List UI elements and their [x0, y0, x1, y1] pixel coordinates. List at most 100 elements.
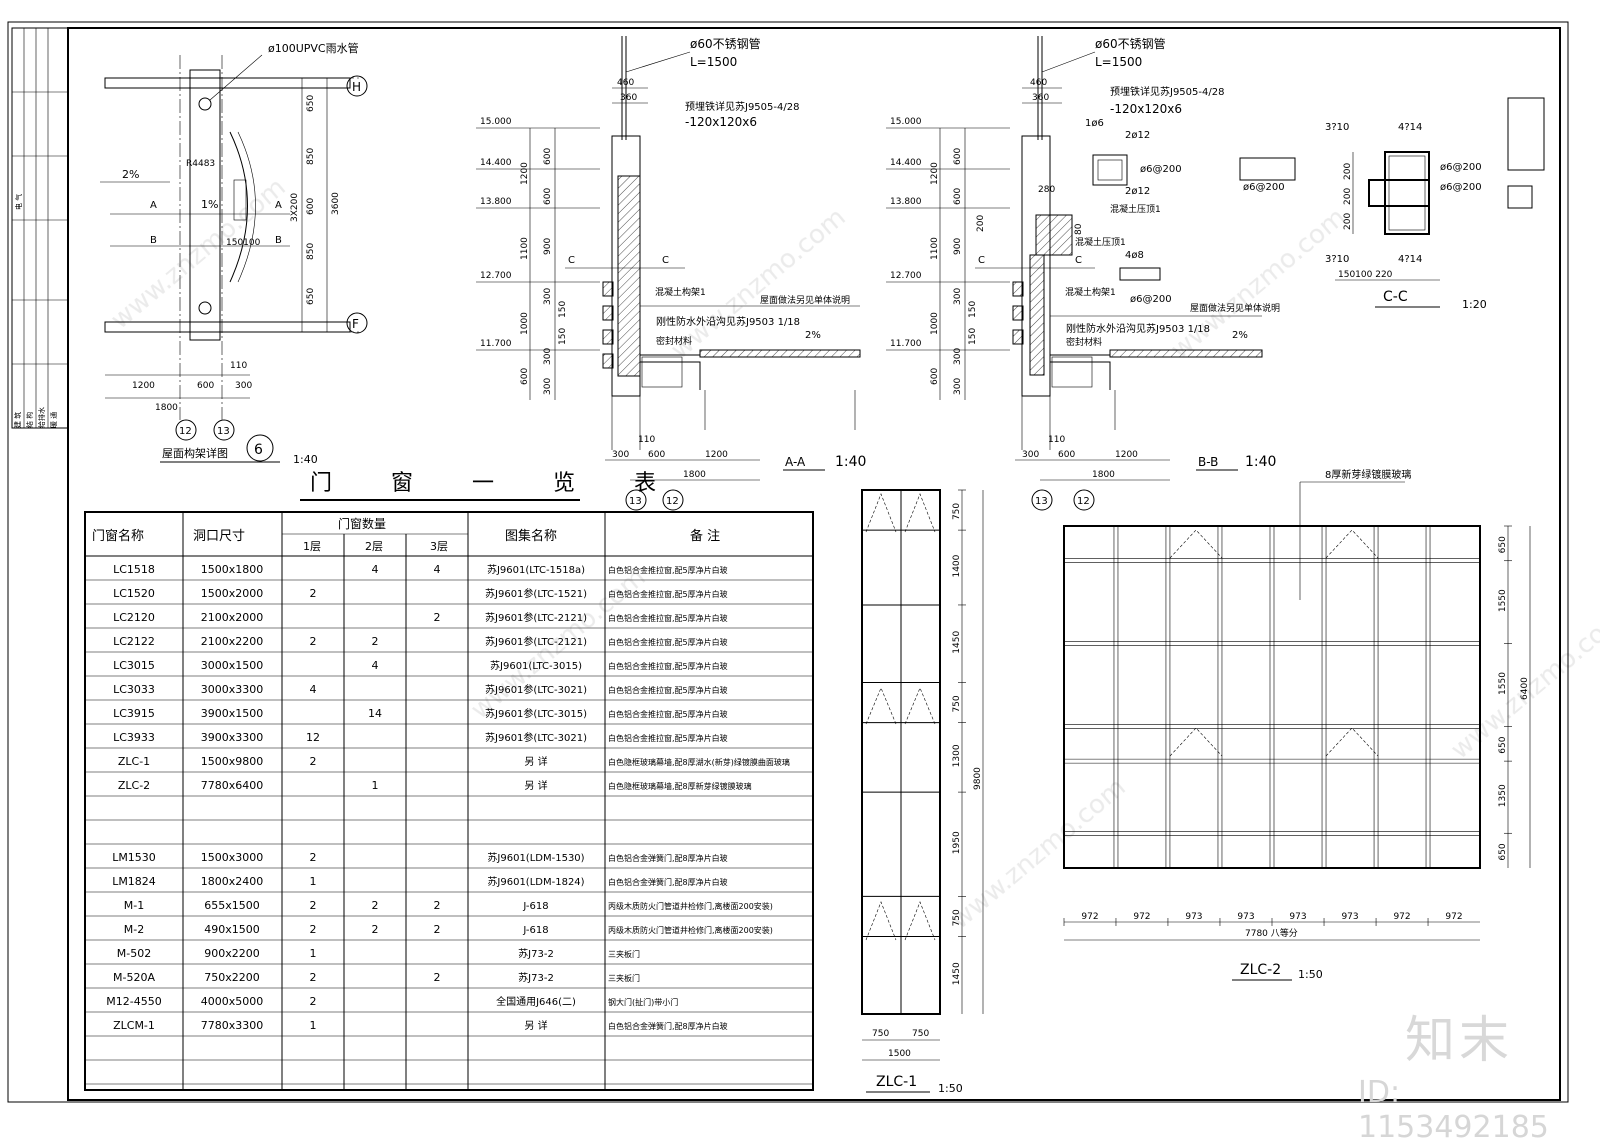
- dim-v: 1200: [930, 162, 940, 185]
- schedule-cell: 苏J9601(LDM-1824): [487, 875, 584, 888]
- schedule-cell: 2100x2200: [201, 635, 264, 648]
- section-aa-scale: 1:40: [835, 454, 866, 470]
- pipe-label: ø100UPVC雨水管: [268, 41, 359, 55]
- section-bb-scale: 1:40: [1245, 454, 1276, 470]
- schedule-cell: 4000x5000: [201, 995, 264, 1008]
- axis-12: 12: [179, 426, 192, 437]
- header-count: 门窗数量: [338, 516, 386, 531]
- schedule-cell: LM1824: [112, 875, 156, 888]
- zlc2-scale: 1:50: [1298, 968, 1323, 981]
- schedule-cell: 另 详: [524, 779, 547, 792]
- label-c: C: [978, 255, 985, 266]
- schedule-cell: 2: [310, 755, 317, 768]
- dim-80: 80: [1074, 223, 1084, 235]
- schedule-cell: 490x1500: [204, 923, 260, 936]
- schedule-cell: 白色铝合金弹簧门,配8厚净片白玻: [608, 1021, 728, 1031]
- schedule-cell: LC3915: [113, 707, 155, 720]
- dim-110: 110: [638, 435, 655, 445]
- schedule-cell: 2: [310, 923, 317, 936]
- embed-size: -120x120x6: [1110, 102, 1182, 116]
- seal-note: 密封材料: [656, 335, 692, 347]
- schedule-cell: LM1530: [112, 851, 156, 864]
- schedule-cell: 白色铝合金弹簧门,配8厚净片白玻: [608, 877, 728, 887]
- dim-v: 600: [543, 188, 553, 205]
- zlc1-dim-b: 750: [912, 1029, 929, 1039]
- zlc2-dim-v: 650: [1498, 736, 1508, 753]
- schedule-cell: 钢大门(扯门)带小门: [608, 997, 678, 1007]
- dim-b-total: 1800: [155, 403, 178, 413]
- schedule-cell: 4: [310, 683, 317, 696]
- section-aa-title: A-A: [785, 455, 806, 469]
- pipe-label: ø60不锈钢管: [690, 36, 761, 51]
- elevation: 13.800: [480, 197, 512, 207]
- zlc2-dim-b: 972: [1081, 912, 1098, 922]
- section-aa: ø60不锈钢管 L=1500 460 360 预埋铁详见苏J9505-4/28 …: [476, 36, 866, 511]
- roof-detail-scale: 1:40: [293, 453, 318, 466]
- axis-h: H: [352, 80, 361, 94]
- seal-note: 密封材料: [1066, 336, 1102, 348]
- schedule-cell: 苏J73-2: [518, 971, 554, 984]
- dim-v: 850: [306, 243, 316, 260]
- schedule-cell: 1800x2400: [201, 875, 264, 888]
- dim-b: 1200: [132, 381, 155, 391]
- dim-v: 150: [558, 328, 568, 345]
- zlc1-dim-b-total: 1500: [888, 1049, 911, 1059]
- schedule-cell: 7780x3300: [201, 1019, 264, 1032]
- label-c: C: [568, 255, 575, 266]
- axis-13: 13: [217, 426, 230, 437]
- header-atlas: 图集名称: [505, 528, 557, 544]
- zlc2-glass-note: 8厚新芽绿镀膜玻璃: [1325, 468, 1411, 481]
- schedule-cell: 2100x2000: [201, 611, 264, 624]
- zlc1-dim-v: 750: [952, 909, 962, 926]
- cc-dim-v: 200: [1343, 213, 1353, 230]
- zlc1-dim-v: 750: [952, 503, 962, 520]
- roof-note: 屋面做法另见单体说明: [760, 294, 850, 306]
- watermark-text: www.znzmo.com: [105, 172, 291, 335]
- dim-v: 1100: [930, 237, 940, 260]
- dim-v: 300: [953, 348, 963, 365]
- zlc2-dim-total: 6400: [1520, 677, 1530, 700]
- dim-b: 600: [648, 450, 665, 460]
- schedule-cell: 750x2200: [204, 971, 260, 984]
- schedule-cell: 14: [368, 707, 382, 720]
- zlc2-dim-b: 972: [1393, 912, 1410, 922]
- cc-top-left: 3?10: [1325, 122, 1349, 133]
- dim-b-total: 1800: [1092, 470, 1115, 480]
- elevation: 11.700: [890, 339, 922, 349]
- schedule-cell: 白色隐框玻璃幕墙,配8厚新芽绿镀膜玻璃: [608, 781, 752, 791]
- schedule-cell: 另 详: [524, 755, 547, 768]
- schedule-cell: 苏J73-2: [518, 947, 554, 960]
- dim-b: 300: [235, 381, 252, 391]
- schedule-cell: 900x2200: [204, 947, 260, 960]
- schedule-cell: 4: [434, 563, 441, 576]
- schedule-cell: M-520A: [113, 971, 155, 984]
- label-c: C: [662, 255, 669, 266]
- elevation: 14.400: [890, 158, 922, 168]
- schedule-cell: 苏J9601参(LTC-2121): [485, 611, 587, 624]
- schedule-cell: 苏J9601参(LTC-2121): [485, 635, 587, 648]
- schedule-cell: 3000x3300: [201, 683, 264, 696]
- roof-detail-title: 屋面构架详图: [162, 446, 228, 460]
- beam-label: 混凝土构架1: [1065, 286, 1116, 298]
- slope: 2%: [1232, 330, 1248, 341]
- schedule-cell: 白色铝合金推拉窗,配5厚净片白玻: [608, 589, 728, 599]
- schedule-cell: 2: [372, 923, 379, 936]
- schedule-cell: 白色铝合金推拉窗,配5厚净片白玻: [608, 733, 728, 743]
- schedule-cell: 1500x3000: [201, 851, 264, 864]
- schedule-cell: 苏J9601参(LTC-3021): [485, 683, 587, 696]
- schedule-cell: 2: [310, 995, 317, 1008]
- top-beam-label-2: 混凝土压顶1: [1075, 236, 1126, 248]
- schedule-cell: 12: [306, 731, 320, 744]
- schedule-cell: J-618: [522, 901, 548, 912]
- watermark-text: www.znzmo.com: [945, 772, 1131, 935]
- dim-v: 300: [953, 378, 963, 395]
- schedule-cell: 苏J9601(LTC-1518a): [487, 563, 585, 576]
- watermark-brand: 知末: [1405, 1011, 1513, 1069]
- schedule-cell: 白色铝合金推拉窗,配5厚净片白玻: [608, 637, 728, 647]
- roof-note: 屋面做法另见单体说明: [1190, 302, 1280, 314]
- schedule-cell: 丙级木质防火门管道井检修门,离楼面200安装): [608, 925, 773, 935]
- zlc1-dim-v: 1450: [952, 962, 962, 985]
- header-f3: 3层: [430, 540, 448, 553]
- title-block-label-elec: 电 气: [14, 194, 23, 210]
